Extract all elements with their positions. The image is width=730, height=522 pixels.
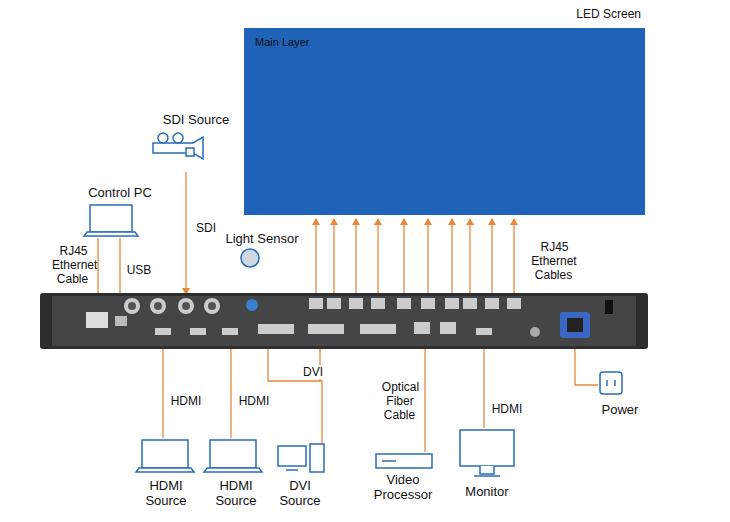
node-text: Video Processor bbox=[363, 472, 443, 502]
cable-label: USB bbox=[124, 263, 154, 277]
label-text: RJ45 Ethernet Cable bbox=[52, 244, 97, 286]
cable-label: RJ45 Ethernet Cables bbox=[526, 240, 582, 282]
label-text: DVI bbox=[302, 365, 324, 379]
device-node: SDI Source bbox=[146, 112, 246, 127]
node-text: SDI Source bbox=[146, 112, 246, 127]
node-text: Control PC bbox=[70, 185, 170, 200]
label-text: SDI bbox=[195, 221, 217, 235]
device-node: Power bbox=[590, 402, 650, 417]
device-node: HDMI Source bbox=[206, 478, 266, 508]
cable-label: Optical Fiber Cable bbox=[380, 380, 420, 422]
device-node: DVI Source bbox=[270, 478, 330, 508]
ethernet-wires bbox=[316, 219, 514, 296]
label-text: USB bbox=[126, 263, 153, 277]
cable-label: HDMI bbox=[236, 394, 272, 408]
device-node: Control PC bbox=[70, 185, 170, 200]
node-text: Power bbox=[590, 402, 650, 417]
cable-label: SDI bbox=[191, 221, 221, 235]
label-text: HDMI bbox=[238, 394, 271, 408]
cable-label: DVI bbox=[298, 365, 328, 379]
node-text: Main Layer bbox=[255, 35, 309, 50]
cable-label: HDMI bbox=[489, 402, 525, 416]
node-text: LED Screen bbox=[576, 7, 641, 22]
cable-label: HDMI bbox=[168, 394, 204, 408]
node-text: DVI Source bbox=[270, 478, 330, 508]
node-text: HDMI Source bbox=[206, 478, 266, 508]
node-text: Light Sensor bbox=[206, 231, 318, 246]
label-text: Optical Fiber Cable bbox=[381, 380, 419, 422]
controller-device bbox=[40, 293, 648, 349]
device-node: Light Sensor bbox=[206, 231, 318, 246]
label-text: HDMI bbox=[170, 394, 203, 408]
node-text: Monitor bbox=[452, 484, 522, 499]
device-node: HDMI Source bbox=[136, 478, 196, 508]
device-node: Monitor bbox=[452, 484, 522, 499]
led-screen: LED ScreenMain Layer bbox=[244, 28, 645, 215]
cable-label: RJ45 Ethernet Cable bbox=[52, 244, 94, 286]
label-text: RJ45 Ethernet Cables bbox=[531, 240, 576, 282]
device-node: Video Processor bbox=[363, 472, 443, 502]
node-text: HDMI Source bbox=[136, 478, 196, 508]
label-text: HDMI bbox=[491, 402, 524, 416]
